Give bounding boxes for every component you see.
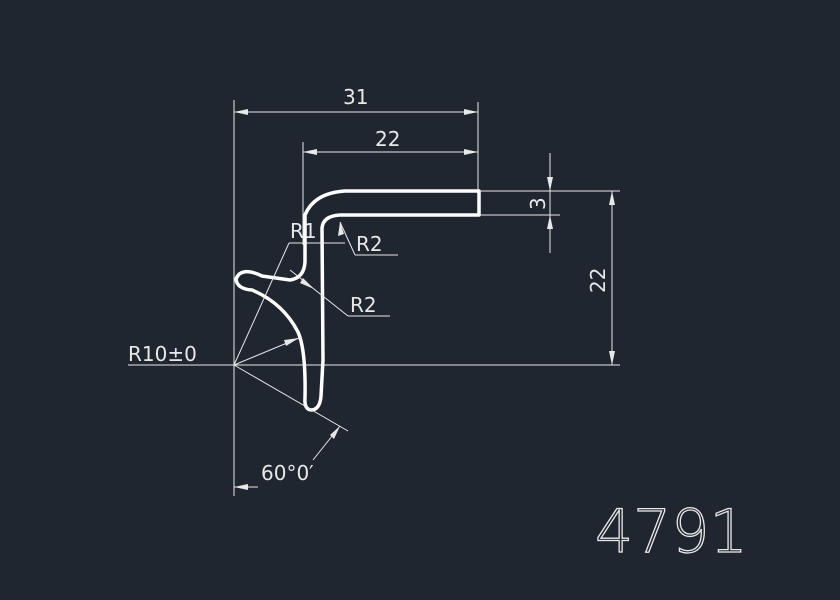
dim-label-3: 3 xyxy=(526,197,550,210)
label-r1: R1 xyxy=(290,219,317,243)
dim-top-width: 22 xyxy=(302,127,478,245)
label-r2-inner: R2 xyxy=(350,293,377,317)
label-r10: R10±0 xyxy=(128,342,197,366)
profile-outline xyxy=(234,189,481,412)
radius-annotations: R1 R2 R2 R10±0 xyxy=(128,219,398,366)
label-angle: 60°0′ xyxy=(261,461,314,485)
dim-label-31: 31 xyxy=(343,85,368,109)
label-r2-top: R2 xyxy=(356,232,383,256)
dim-thickness: 3 xyxy=(479,153,620,253)
angle-annotation: 60°0′ xyxy=(233,364,349,490)
dim-overall-width: 31 xyxy=(233,85,479,496)
dim-height: 22 xyxy=(128,191,620,366)
dim-label-22-height: 22 xyxy=(586,268,610,293)
dim-label-22-top: 22 xyxy=(375,127,400,151)
part-number: 4791 xyxy=(595,497,748,567)
